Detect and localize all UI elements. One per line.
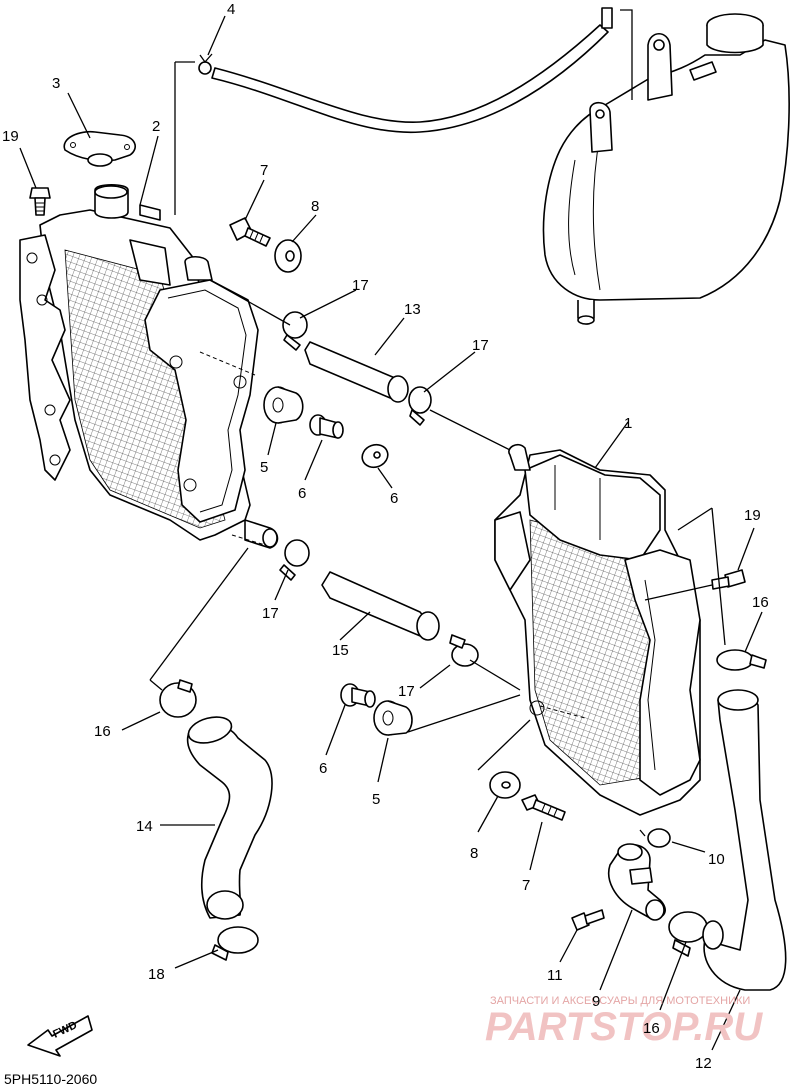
hose-clamp-17-lower-left [279,539,310,581]
hose-clamp-16-right [716,649,767,671]
washer-8-top [274,239,302,273]
callout-8: 8 [311,198,319,215]
callout-16: 16 [94,723,111,740]
bolt-7-lower [521,794,566,821]
upper-radiator-hose [304,341,409,403]
callout-14: 14 [136,818,153,835]
callout-13: 13 [404,301,421,318]
coolant-reservoir-tank [542,13,790,325]
hose-clamp-16-bottom [668,911,708,957]
left-radiator [19,183,279,549]
washer-8-lower [489,771,521,799]
watermark-logo: PARTSTOP.RU [485,1005,763,1049]
callout-1: 1 [624,415,632,432]
callout-18: 18 [148,966,165,983]
hose-clamp-17-upper [282,311,308,351]
breather-hose [211,7,633,134]
hose-clamp-17-lower-right [449,634,479,667]
watermark-line1: ЗАПЧАСТИ И АКСЕССУАРЫ ДЛЯ МОТОТЕХНИКИ [490,995,750,1007]
callout-12: 12 [695,1055,712,1072]
hose-clamp-16-left [159,679,197,718]
left-coolant-hose [186,716,273,920]
lower-radiator-hose [321,571,440,641]
leader-lines [19,15,763,1051]
hose-clip-4 [198,53,213,75]
right-radiator [494,443,701,816]
collar-6-middle [361,443,389,469]
callout-15: 15 [332,642,349,659]
hose-clamp-17-upper-right [408,386,432,426]
callout-17: 17 [262,605,279,622]
callout-6: 6 [298,485,306,502]
callout-19: 19 [2,128,19,145]
callout-16: 16 [752,594,769,611]
callout-5: 5 [260,459,268,476]
callout-4: 4 [227,1,235,18]
callout-labels: 4 3 2 19 7 8 17 13 17 1 5 6 6 19 16 17 1… [2,1,769,1072]
right-coolant-hose [702,689,787,991]
callout-17: 17 [398,683,415,700]
grommet-5-lower [373,700,413,736]
callout-9: 9 [592,993,600,1010]
joint-pipe-9 [608,843,666,921]
collar-6-lower [340,683,376,708]
bolt-11 [571,909,605,931]
callout-8: 8 [470,845,478,862]
o-ring-10 [647,828,671,848]
grommet-5-upper [263,386,304,424]
callout-16: 16 [643,1020,660,1037]
callout-5: 5 [372,791,380,808]
hose-clamp-18 [211,926,259,961]
bolt-7-top [229,217,271,247]
forward-direction-arrow: FWD [27,1015,93,1057]
callout-7: 7 [260,162,268,179]
callout-3: 3 [52,75,60,92]
callout-10: 10 [708,851,725,868]
callout-6: 6 [390,490,398,507]
radiator-cap [63,130,136,167]
callout-6: 6 [319,760,327,777]
callout-7: 7 [522,877,530,894]
callout-17: 17 [352,277,369,294]
callout-11: 11 [547,967,563,984]
diagram-code: 5PH5110-2060 [4,1071,97,1087]
callout-17: 17 [472,337,489,354]
bolt-19-right [711,569,746,590]
callout-2: 2 [152,118,160,135]
collar-6-upper [309,414,344,439]
callout-19: 19 [744,507,761,524]
watermark: ЗАПЧАСТИ И АКСЕССУАРЫ ДЛЯ МОТОТЕХНИКИ PA… [485,995,763,1049]
bolt-19-left [29,187,51,216]
